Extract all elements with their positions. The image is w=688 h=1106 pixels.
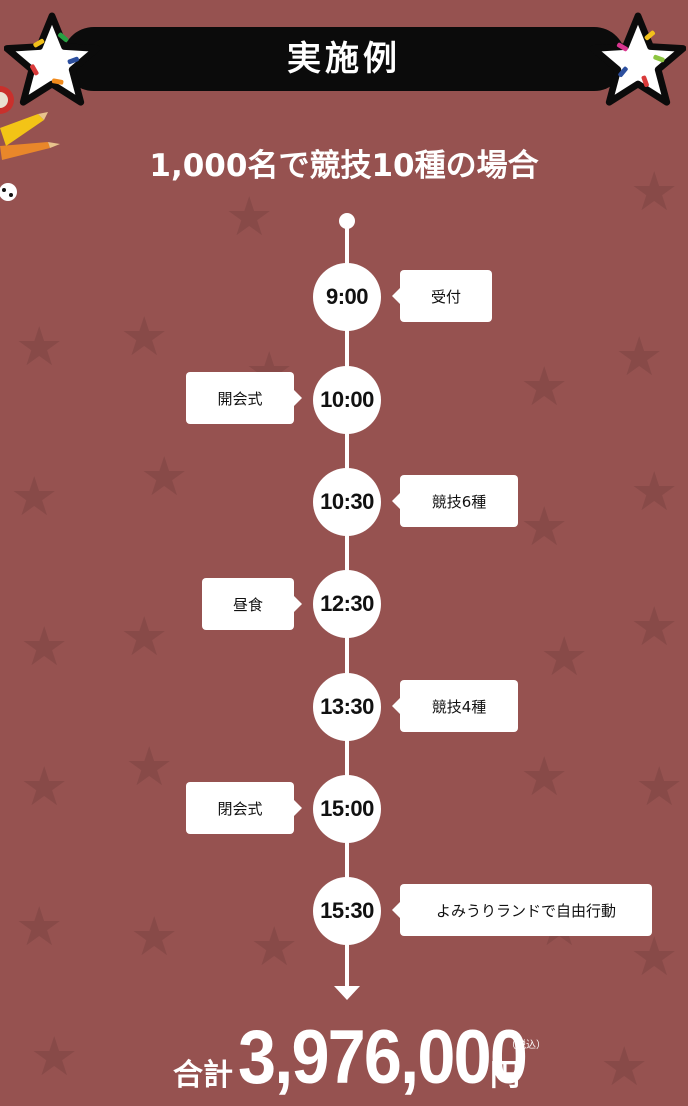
tax-note: （税込） bbox=[506, 1040, 546, 1051]
total-price: 合計 3,976,000 （税込） 円 bbox=[0, 1018, 688, 1098]
total-label: 合計 bbox=[173, 1058, 233, 1093]
time-circle: 12:30 bbox=[313, 570, 381, 638]
header-banner: 実施例 bbox=[62, 27, 626, 91]
currency-unit: 円 bbox=[490, 1058, 520, 1093]
event-box: 受付 bbox=[392, 270, 492, 322]
event-box: 競技6種 bbox=[392, 475, 518, 527]
event-box: 競技4種 bbox=[392, 680, 518, 732]
time-circle: 15:00 bbox=[313, 775, 381, 843]
page-title: 実施例 bbox=[287, 39, 401, 79]
pencil-decoration bbox=[0, 86, 60, 201]
time-circle: 10:30 bbox=[313, 468, 381, 536]
event-box: 開会式 bbox=[186, 372, 302, 424]
star-left-icon bbox=[4, 12, 100, 106]
total-amount: 3,976,000 bbox=[238, 1015, 528, 1100]
star-right-icon bbox=[590, 12, 686, 106]
event-box: 閉会式 bbox=[186, 782, 302, 834]
time-circle: 13:30 bbox=[313, 673, 381, 741]
time-circle: 10:00 bbox=[313, 366, 381, 434]
event-box: 昼食 bbox=[202, 578, 302, 630]
time-circle: 9:00 bbox=[313, 263, 381, 331]
event-box: よみうりランドで自由行動 bbox=[392, 884, 652, 936]
time-circle: 15:30 bbox=[313, 877, 381, 945]
page-subtitle: 1,000名で競技10種の場合 bbox=[149, 148, 539, 184]
